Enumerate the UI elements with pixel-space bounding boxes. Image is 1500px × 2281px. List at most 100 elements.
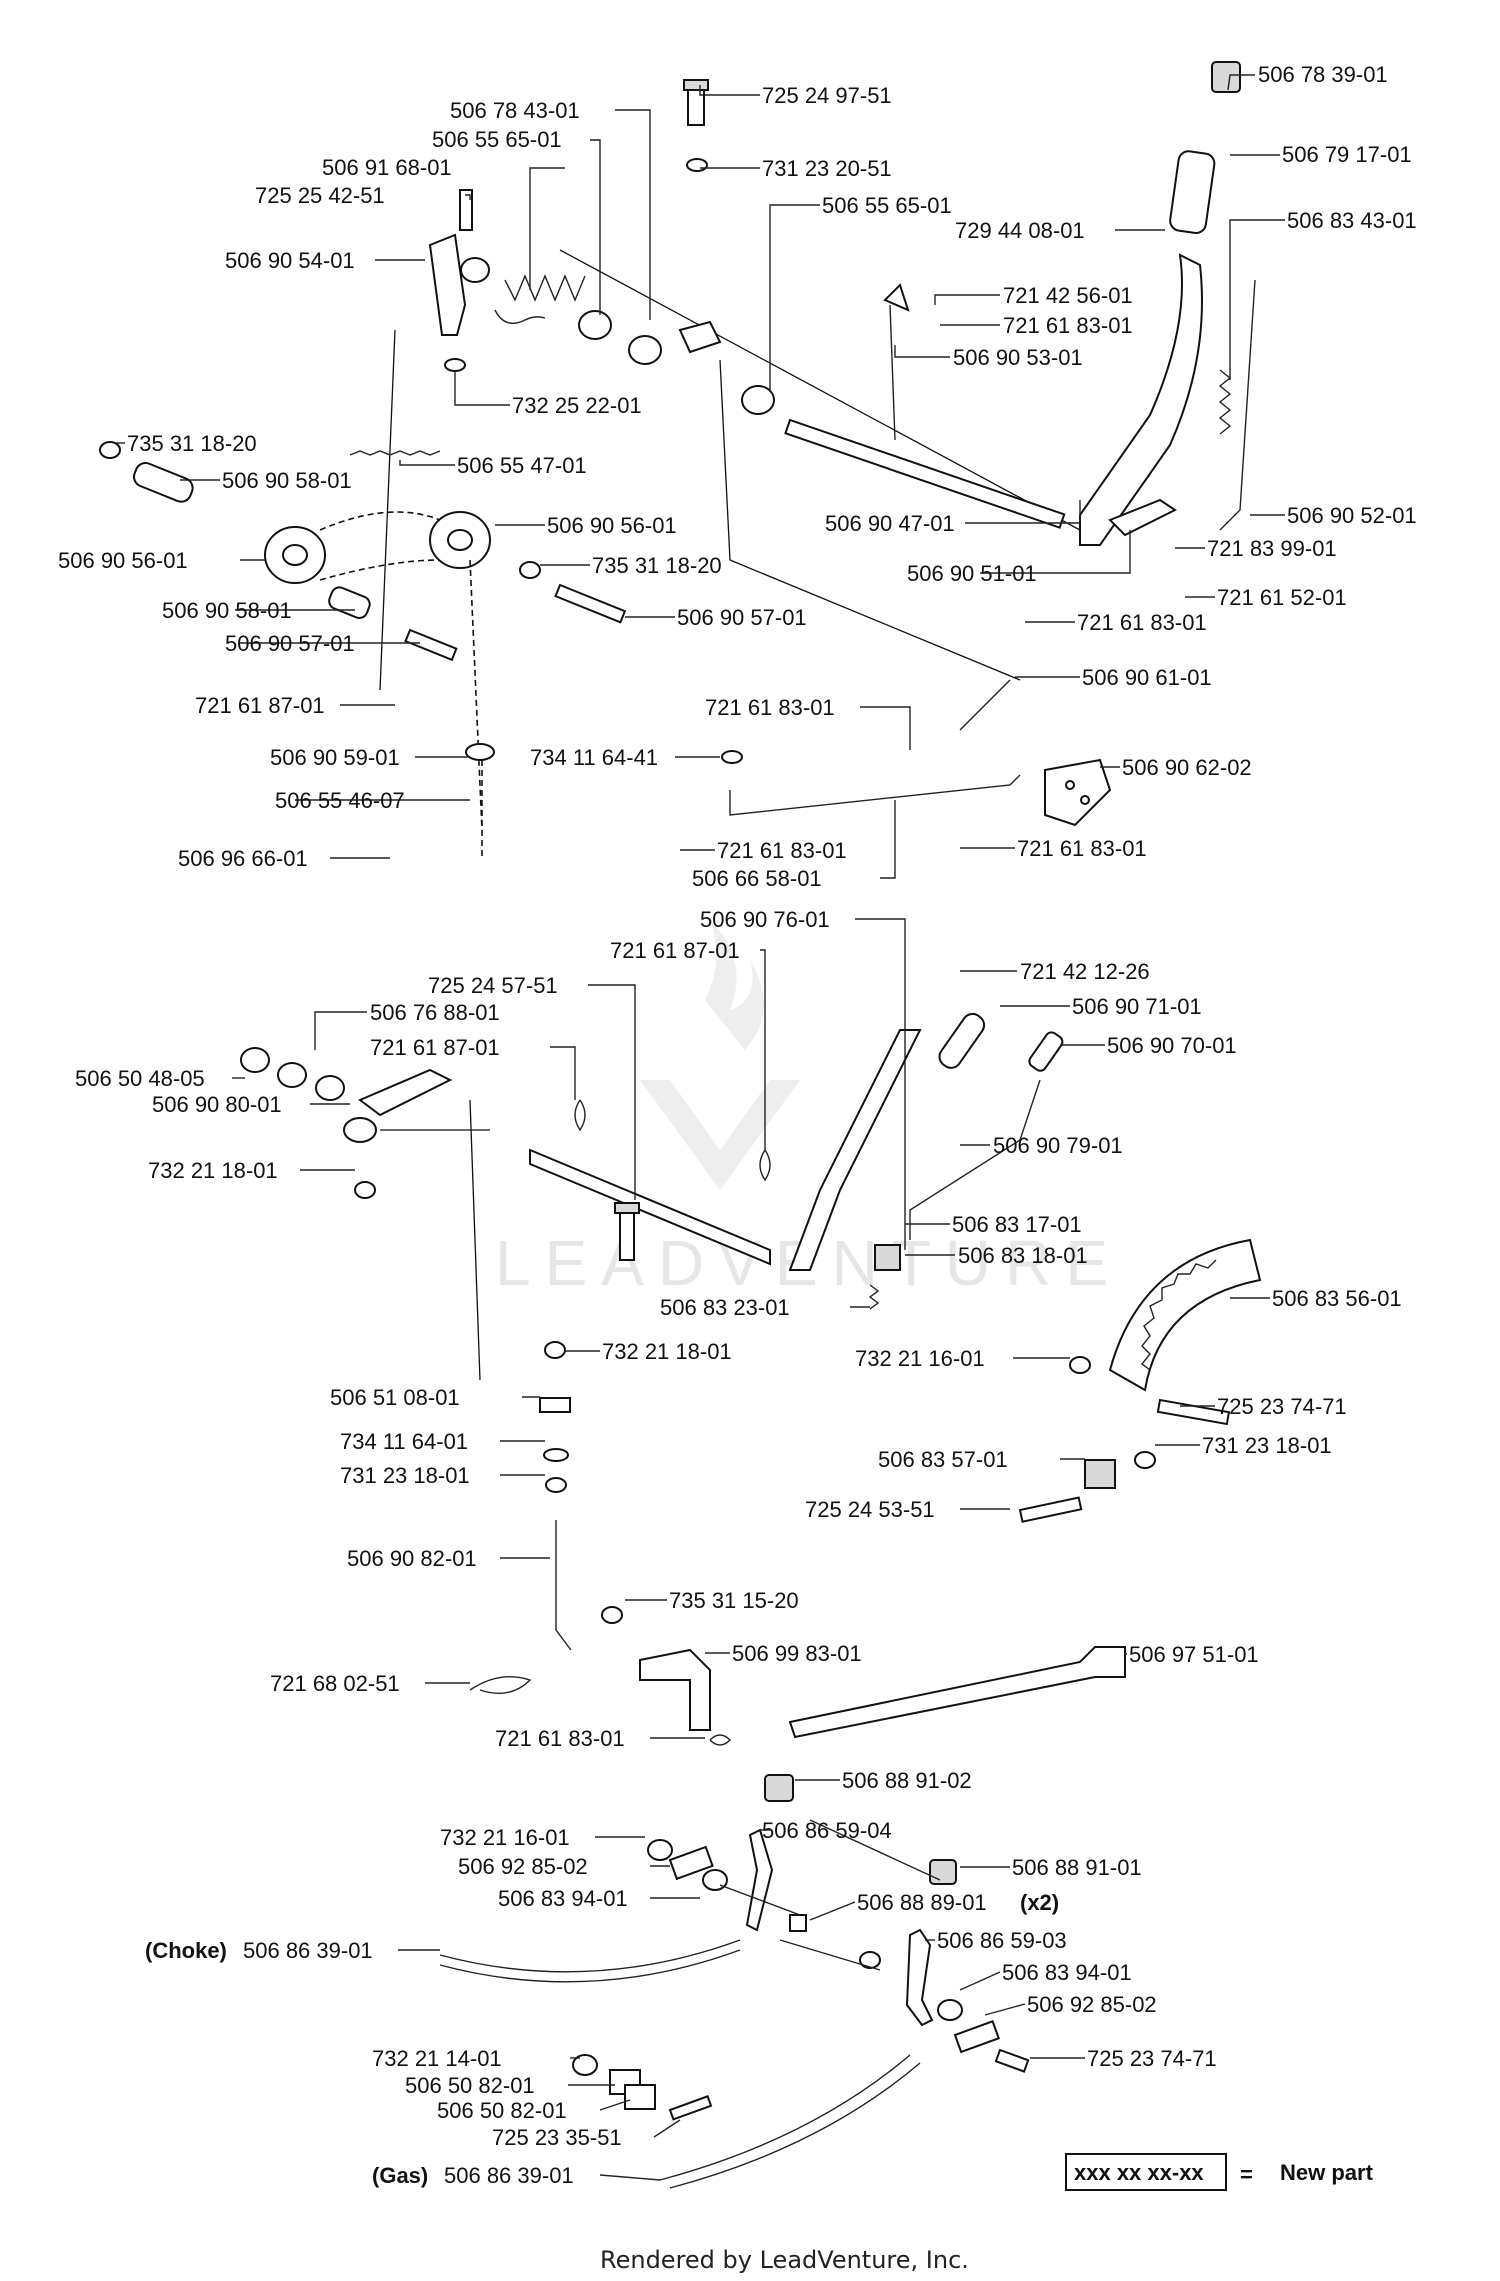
pin-right bbox=[554, 583, 627, 624]
label-l68: 506 90 82-01 bbox=[347, 1546, 477, 1571]
label-l38: 506 55 46-07 bbox=[275, 788, 405, 813]
label-l14: 721 61 83-01 bbox=[1003, 313, 1133, 338]
label-l73: 721 61 83-01 bbox=[495, 1726, 625, 1751]
label-l55: 506 83 17-01 bbox=[952, 1212, 1082, 1237]
cross-shaft-mid bbox=[529, 1148, 771, 1266]
bolt-57 bbox=[619, 1209, 635, 1261]
label-l41: 506 96 66-01 bbox=[178, 846, 308, 871]
bolt-35 bbox=[668, 2095, 713, 2121]
label-l47: 506 76 88-01 bbox=[370, 1000, 500, 1025]
sector-teeth bbox=[1141, 1259, 1217, 1371]
label-l67: 725 24 53-51 bbox=[805, 1497, 935, 1522]
bolt-bracket bbox=[459, 189, 473, 231]
arm-97 bbox=[788, 1646, 1126, 1739]
bushing-b bbox=[277, 1062, 307, 1088]
pin-87-b bbox=[759, 1149, 771, 1182]
label-l59: 732 21 18-01 bbox=[602, 1339, 732, 1364]
pin-73 bbox=[709, 1734, 731, 1746]
label-l63: 734 11 64-01 bbox=[340, 1429, 468, 1454]
bolt-74-low bbox=[994, 2048, 1030, 2073]
bushing-1 bbox=[578, 310, 612, 340]
bushing-c bbox=[315, 1075, 345, 1101]
lever-knob bbox=[1211, 61, 1241, 93]
nut-16 bbox=[1069, 1356, 1091, 1374]
spacer-mid bbox=[328, 586, 371, 619]
label-l22: 506 90 52-01 bbox=[1287, 503, 1417, 528]
label-l88: 506 50 82-01 bbox=[437, 2098, 567, 2123]
label-l53: 506 90 79-01 bbox=[993, 1133, 1123, 1158]
clip-pin bbox=[465, 743, 495, 761]
legend-box bbox=[1065, 2153, 1227, 2191]
label-l20: 506 90 56-01 bbox=[547, 513, 677, 538]
label-l06: 725 25 42-51 bbox=[255, 183, 385, 208]
label-l45: 721 42 12-26 bbox=[1020, 959, 1150, 984]
nut-735 bbox=[601, 1606, 623, 1624]
label-l48: 506 90 71-01 bbox=[1072, 994, 1202, 1019]
label-l71: 506 97 51-01 bbox=[1129, 1642, 1259, 1667]
lever-plate bbox=[1108, 498, 1177, 537]
label-l62: 725 23 74-71 bbox=[1217, 1394, 1347, 1419]
bushing-a bbox=[240, 1047, 270, 1073]
rod-79 bbox=[909, 1079, 1041, 1240]
bracket-sleeve bbox=[460, 257, 490, 283]
label-l57: 506 83 56-01 bbox=[1272, 1286, 1402, 1311]
lever-59-04 bbox=[745, 1828, 774, 1932]
label-l39: 721 61 83-01 bbox=[717, 838, 847, 863]
label-l09: 506 55 65-01 bbox=[822, 193, 952, 218]
label-l10: 506 83 43-01 bbox=[1287, 208, 1417, 233]
lever-76 bbox=[788, 1029, 922, 1271]
yoke-80 bbox=[358, 1068, 453, 1117]
label-l78: 506 88 91-01 bbox=[1012, 1855, 1142, 1880]
label-l32: 506 90 61-01 bbox=[1082, 665, 1212, 690]
label-l65: 506 83 57-01 bbox=[878, 1447, 1008, 1472]
label-l84: 506 92 85-02 bbox=[1027, 1992, 1157, 2017]
label-l08: 731 23 20-51 bbox=[762, 156, 892, 181]
label-l44: 721 61 87-01 bbox=[610, 938, 740, 963]
label-l18: 506 55 47-01 bbox=[457, 453, 587, 478]
lower-assembly bbox=[439, 1774, 1030, 2189]
label-l05: 506 91 68-01 bbox=[322, 155, 452, 180]
label-l26: 721 83 99-01 bbox=[1207, 536, 1337, 561]
rod-82 bbox=[555, 1520, 572, 1651]
label-l50: 506 90 70-01 bbox=[1107, 1033, 1237, 1058]
label-l85: 732 21 14-01 bbox=[372, 2046, 502, 2071]
yoke-sleeve bbox=[343, 1117, 377, 1143]
label-l28: 506 90 57-01 bbox=[677, 605, 807, 630]
nut-top bbox=[686, 158, 708, 172]
label-l37: 506 90 62-02 bbox=[1122, 755, 1252, 780]
gas-cable bbox=[659, 2054, 911, 2181]
nut-bracket bbox=[444, 358, 466, 372]
label-l90: 506 86 39-01 bbox=[444, 2163, 574, 2188]
nut-731 bbox=[1134, 1451, 1156, 1469]
knob-91-02 bbox=[764, 1774, 794, 1802]
label-l24: 735 31 18-20 bbox=[592, 553, 722, 578]
label-l40: 721 61 83-01 bbox=[1017, 836, 1147, 861]
rod-small bbox=[889, 304, 896, 441]
nut-mid bbox=[354, 1181, 376, 1199]
label-l21: 506 90 47-01 bbox=[825, 511, 955, 536]
bracket-left bbox=[428, 233, 467, 336]
label-l03: 506 78 43-01 bbox=[450, 98, 580, 123]
label-l16: 732 25 22-01 bbox=[512, 393, 642, 418]
legend-equals: = bbox=[1240, 2162, 1253, 2187]
label-l35: 506 90 59-01 bbox=[270, 745, 400, 770]
label-l29: 721 61 52-01 bbox=[1217, 585, 1347, 610]
label-l54: 732 21 18-01 bbox=[148, 1158, 278, 1183]
spring-idler bbox=[349, 450, 441, 456]
lever-bracket-small bbox=[883, 283, 910, 312]
pin-68 bbox=[469, 1675, 532, 1694]
washer-734 bbox=[543, 1448, 569, 1462]
label-l02: 725 24 97-51 bbox=[762, 83, 892, 108]
label-l89: 725 23 35-51 bbox=[492, 2125, 622, 2150]
label-l60: 732 21 16-01 bbox=[855, 1346, 985, 1371]
nut-732 bbox=[544, 1341, 566, 1359]
label-l23: 506 90 56-01 bbox=[58, 548, 188, 573]
speed-lever bbox=[1079, 253, 1203, 546]
pin-87-a bbox=[574, 1099, 586, 1132]
middle-assembly bbox=[240, 1012, 1262, 1746]
bushing-3 bbox=[741, 385, 775, 415]
shaft-clamp bbox=[678, 320, 722, 354]
label-l04: 506 55 65-01 bbox=[432, 127, 562, 152]
label-l79: 506 83 94-01 bbox=[498, 1886, 628, 1911]
label-l36: 734 11 64-41 bbox=[530, 745, 658, 770]
